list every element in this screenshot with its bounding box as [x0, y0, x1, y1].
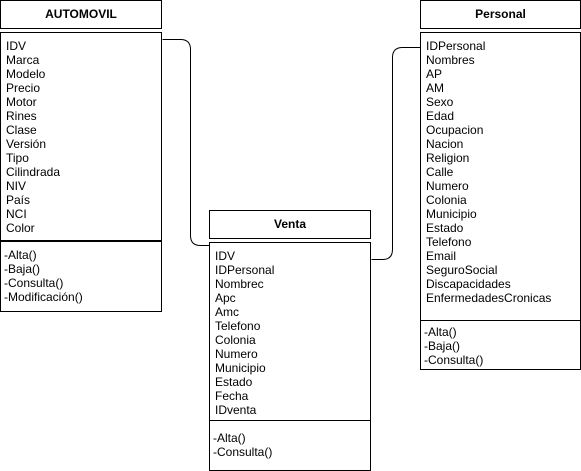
attribute: Telefono — [426, 235, 472, 249]
attribute: Cilindrada — [6, 165, 61, 179]
class-venta-attributes: IDV IDPersonal Nombrec Apc Amc Telefono … — [209, 243, 371, 431]
attribute: AP — [426, 67, 443, 81]
attribute: AM — [426, 81, 444, 95]
attribute: Discapacidades — [426, 277, 511, 291]
attribute: SeguroSocial — [426, 263, 498, 277]
attribute: Precio — [6, 81, 41, 95]
attribute: Amc — [215, 305, 239, 319]
attribute: Municipio — [215, 361, 266, 375]
attribute: IDPersonal — [426, 39, 486, 53]
class-venta-methods: -Alta() -Consulta() — [209, 420, 371, 471]
class-venta-header-divider — [209, 238, 371, 243]
attribute: IDPersonal — [215, 263, 275, 277]
attribute: Numero — [426, 179, 469, 193]
attribute: Estado — [215, 375, 253, 389]
attribute: Motor — [6, 95, 37, 109]
attribute: Email — [426, 249, 457, 263]
attribute: NIV — [6, 179, 27, 193]
attribute: Clase — [6, 123, 37, 137]
attribute: Versión — [6, 137, 47, 151]
attribute: Modelo — [6, 67, 46, 81]
attribute: Ocupacion — [426, 123, 484, 137]
method: -Alta() — [213, 431, 246, 445]
attribute: Telefono — [215, 319, 261, 333]
method: -Baja() — [4, 262, 41, 276]
connector-venta-personal — [371, 47, 421, 260]
attribute: Nacion — [426, 137, 464, 151]
class-automovil-header-divider — [0, 28, 162, 33]
attribute: País — [6, 193, 31, 207]
attribute: Marca — [6, 53, 40, 67]
attribute: IDV — [6, 39, 27, 53]
attribute: EnfermedadesCronicas — [426, 291, 552, 305]
attribute: Nombres — [426, 53, 475, 67]
attribute: Fecha — [215, 389, 249, 403]
attribute: Colonia — [426, 193, 467, 207]
attribute: Tipo — [6, 151, 29, 165]
class-automovil-attributes: IDV Marca Modelo Precio Motor Rines Clas… — [0, 33, 162, 240]
attribute: Numero — [215, 347, 258, 361]
attribute: Calle — [426, 165, 454, 179]
class-automovil[interactable]: AUTOMOVIL IDV Marca Modelo Precio Motor … — [0, 0, 162, 312]
class-personal[interactable]: Personal IDPersonal Nombres AP AM Sexo E… — [420, 0, 581, 370]
class-personal-methods: -Alta() -Baja() -Consulta() — [420, 320, 581, 370]
method: -Alta() — [424, 325, 457, 339]
class-venta[interactable]: Venta IDV IDPersonal Nombrec Apc Amc Tel… — [209, 210, 371, 471]
attribute: Rines — [6, 109, 37, 123]
method: -Consulta() — [424, 353, 484, 367]
connector-automovil-venta — [162, 39, 210, 246]
class-automovil-methods: -Alta() -Baja() -Consulta() -Modificació… — [0, 240, 162, 312]
attribute: Color — [6, 221, 35, 235]
class-automovil-name: AUTOMOVIL — [0, 0, 162, 28]
class-personal-attributes: IDPersonal Nombres AP AM Sexo Edad Ocupa… — [420, 33, 581, 321]
attribute: IDV — [215, 249, 236, 263]
method: -Modificación() — [4, 290, 83, 304]
method: -Consulta() — [213, 445, 273, 459]
attribute: Religion — [426, 151, 470, 165]
attribute: Municipio — [426, 207, 477, 221]
method: -Consulta() — [4, 276, 64, 290]
class-venta-name: Venta — [209, 210, 371, 238]
attribute: Estado — [426, 221, 464, 235]
attribute: Nombrec — [215, 277, 264, 291]
attribute: Sexo — [426, 95, 454, 109]
method: -Alta() — [4, 248, 37, 262]
attribute: NCI — [6, 207, 27, 221]
class-personal-header-divider — [420, 28, 581, 33]
attribute: Colonia — [215, 333, 256, 347]
method: -Baja() — [424, 339, 461, 353]
attribute: IDventa — [215, 403, 257, 417]
class-personal-name: Personal — [420, 0, 581, 28]
attribute: Edad — [426, 109, 455, 123]
attribute: Apc — [215, 291, 236, 305]
